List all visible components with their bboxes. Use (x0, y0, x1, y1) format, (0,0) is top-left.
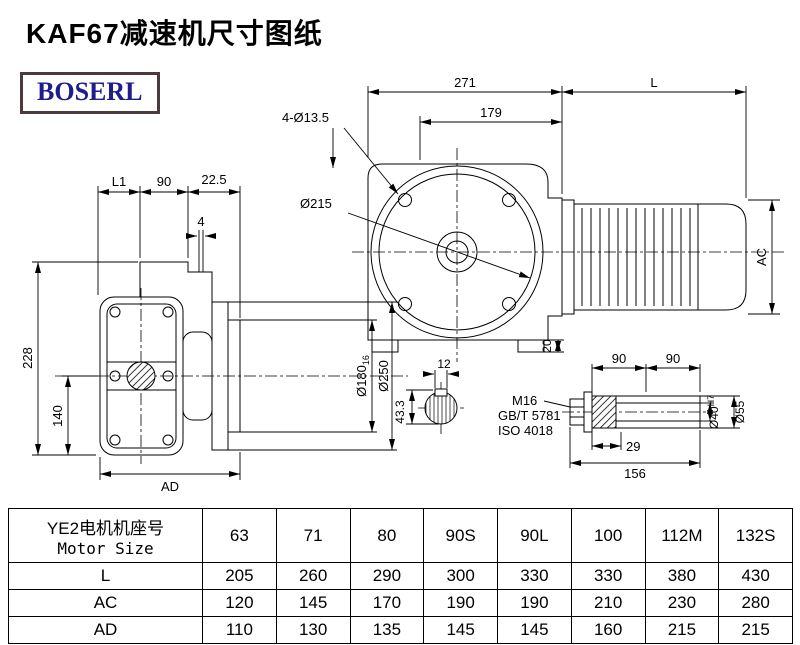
table-cell: 210 (570, 589, 646, 617)
foot-pad (371, 339, 399, 353)
table-header-row: YE2电机机座号 Motor Size 63 71 80 90S 90L 100… (8, 508, 793, 563)
table-cell: 190 (497, 589, 572, 617)
keyway (434, 388, 448, 397)
motor-end-cap (698, 203, 747, 311)
motor-size-71: 71 (275, 508, 351, 563)
centerlines (55, 148, 784, 464)
table-cell: 110 (202, 616, 277, 644)
table-cell: 280 (718, 589, 793, 617)
table-cell: 215 (718, 616, 793, 644)
table-cell: 215 (644, 616, 720, 644)
dim-156-label: 156 (624, 466, 646, 481)
table-cell: 145 (497, 616, 572, 644)
bolt-hole (398, 297, 412, 311)
flange-dia-label: Ø215 (300, 196, 332, 211)
dim-29-label: 29 (626, 439, 640, 454)
front-view-gearbox (367, 163, 563, 353)
table-cell: 330 (497, 562, 572, 590)
motor-size-90s: 90S (423, 508, 498, 563)
dim-228-label: 228 (20, 347, 35, 369)
table-cell: 230 (644, 589, 720, 617)
dim-AC-label: AC (754, 248, 769, 266)
dia-40-label: Ø40H7 (706, 395, 721, 429)
technical-drawing: 271 L 179 4-Ø13.5 Ø215 AC 20 (20, 75, 784, 494)
bolt-hole (398, 193, 412, 207)
dim-140-label: 140 (50, 405, 65, 427)
motor-size-132s: 132S (718, 508, 793, 563)
bolt-hole (502, 297, 516, 311)
row-label-AD: AD (8, 616, 203, 644)
motor-size-112m: 112M (644, 508, 720, 563)
standard-iso-label: ISO 4018 (498, 423, 553, 438)
table-cell: 120 (202, 589, 277, 617)
table-cell: 145 (423, 616, 498, 644)
motor-size-100: 100 (570, 508, 646, 563)
motor-size-80: 80 (349, 508, 425, 563)
table-row-L: L 205 260 290 300 330 330 380 430 (8, 562, 793, 590)
dim-AD-label: AD (161, 479, 179, 494)
flange-pilot (227, 319, 241, 433)
front-view-motor (561, 199, 747, 315)
motor-size-table: YE2电机机座号 Motor Size 63 71 80 90S 90L 100… (8, 508, 793, 644)
hollow-shaft-section (126, 361, 156, 391)
dim-22-5-label: 22.5 (201, 172, 226, 187)
bushing (591, 395, 617, 429)
row-label-L: L (8, 562, 203, 590)
dia-55-label: Ø55 (733, 400, 747, 423)
motor-size-header: YE2电机机座号 Motor Size (8, 508, 203, 563)
dim-90-label: 90 (157, 174, 171, 189)
dia-180-label: Ø18016 (354, 355, 371, 397)
hollow-shaft-detail: 90 90 M16 GB/T 5781 ISO 4018 29 156 Ø40H… (498, 351, 747, 481)
table-cell: 170 (349, 589, 425, 617)
header-line1: YE2电机机座号 (46, 518, 165, 538)
shaft-cross-section: 12 43.3 (393, 357, 459, 425)
dim-4-label: 4 (197, 214, 204, 229)
table-row-AC: AC 120 145 170 190 190 210 230 280 (8, 589, 793, 617)
bolt-hole (502, 193, 516, 207)
shaft-tube (591, 395, 701, 429)
front-view-dimensions: 271 L 179 4-Ø13.5 Ø215 AC 20 (282, 75, 780, 353)
table-cell: 330 (570, 562, 646, 590)
header-line2: Motor Size (57, 538, 154, 558)
dia-250-label: Ø250 (376, 360, 391, 392)
dim-90-left-label: 90 (612, 351, 626, 366)
table-cell: 430 (718, 562, 793, 590)
boserl-logo-text: BOSERL (37, 77, 143, 106)
foot-pad (517, 339, 545, 353)
page-title: KAF67减速机尺寸图纸 (26, 18, 323, 49)
table-cell: 130 (275, 616, 351, 644)
table-cell: 160 (570, 616, 646, 644)
standard-gb-label: GB/T 5781 (498, 408, 561, 423)
table-cell: 380 (644, 562, 720, 590)
table-cell: 205 (202, 562, 277, 590)
shaft-hub (182, 331, 213, 421)
dim-90-right-label: 90 (666, 351, 680, 366)
motor-size-63: 63 (202, 508, 277, 563)
table-cell: 145 (275, 589, 351, 617)
table-cell: 190 (423, 589, 498, 617)
dim-20-label: 20 (540, 339, 554, 353)
table-row-AD: AD 110 130 135 145 145 160 215 215 (8, 616, 793, 644)
motor-cooling-fins (581, 208, 691, 306)
table-cell: 135 (349, 616, 425, 644)
motor-size-90l: 90L (497, 508, 572, 563)
dim-179-label: 179 (480, 105, 502, 120)
table-cell: 300 (423, 562, 498, 590)
side-view-dimensions: L1 90 22.5 4 228 140 AD Ø18016 Ø250 (20, 172, 397, 494)
table-cell: 290 (349, 562, 425, 590)
dim-L1-label: L1 (112, 174, 126, 189)
dim-43-3-label: 43.3 (393, 400, 407, 424)
dim-L-label: L (650, 75, 657, 90)
row-label-AC: AC (8, 589, 203, 617)
table-cell: 260 (275, 562, 351, 590)
dim-271-label: 271 (454, 75, 476, 90)
side-view-gearbox (99, 261, 241, 456)
thread-label: M16 (512, 393, 537, 408)
boserl-logo: BOSERL (20, 72, 160, 114)
holes-label: 4-Ø13.5 (282, 110, 329, 125)
dim-12-label: 12 (437, 357, 451, 371)
